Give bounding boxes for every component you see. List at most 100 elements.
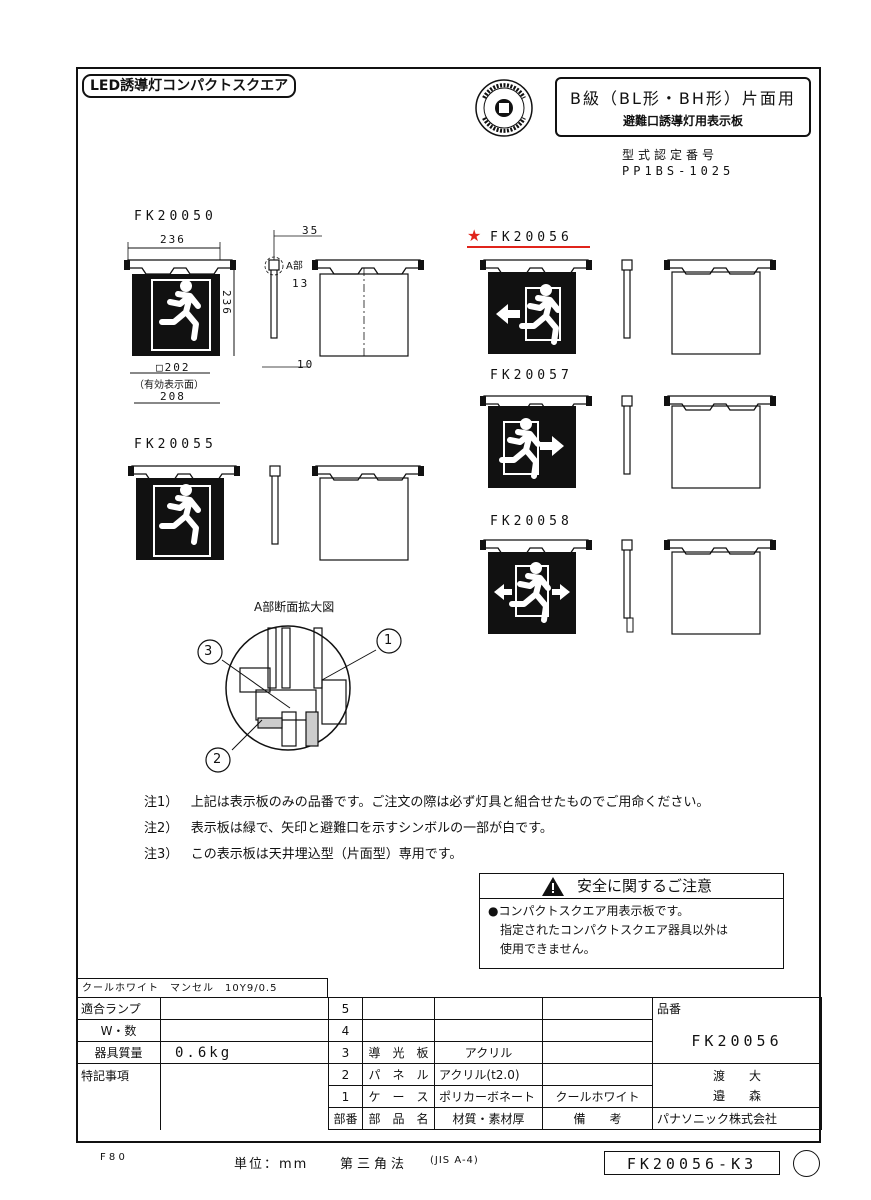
company-name: パナソニック株式会社 <box>652 1107 822 1130</box>
fk20050-rear-view <box>311 259 425 357</box>
fk20058-rear-view <box>663 539 777 635</box>
mass-label: 器具質量 <box>76 1041 161 1064</box>
safety-notice: 安全に関するご注意 ●コンパクトスクエア用表示板です。 指定されたコンパクトスク… <box>479 873 784 969</box>
dim-width: 236 <box>160 233 186 246</box>
col-name-header: 部 品 名 <box>362 1107 435 1130</box>
mass-value: 0.6kg <box>160 1041 329 1064</box>
lamp-label: 適合ランプ <box>76 997 161 1020</box>
dim-depth: 35 <box>302 224 320 237</box>
row-no: 1 <box>328 1085 363 1108</box>
revision-circle <box>793 1150 820 1177</box>
row-material: ポリカーボネート <box>434 1085 543 1108</box>
row-note <box>542 1019 653 1042</box>
fk20057-rear-view <box>663 395 777 489</box>
fk20057-side-view <box>621 395 633 475</box>
note-tag: 注3） <box>144 847 179 862</box>
approval-label: 型式認定番号 <box>622 148 719 162</box>
row-no: 3 <box>328 1041 363 1064</box>
spec-table: 適合ランプ 5 品番 W・数 4 FK20056 器具質量 0.6kg 3 導 … <box>76 997 822 1130</box>
callout-2: 2 <box>213 752 222 767</box>
model-label-fk20055: FK20055 <box>134 437 217 452</box>
unit-label: 単位：mm <box>234 1157 309 1172</box>
classification-line1: B級（BL形・BH形）片面用 <box>570 89 796 108</box>
callout-3: 3 <box>204 644 213 659</box>
notes-list: 注1） 上記は表示板のみの品番です。ご注文の際は必ず灯具と組合せたものでご用命く… <box>144 790 709 868</box>
row-note: クールホワイト <box>542 1085 653 1108</box>
star-icon: ★ <box>467 226 482 245</box>
model-label-fk20058: FK20058 <box>490 514 573 529</box>
safety-line3: 使用できません。 <box>500 942 596 956</box>
signers: 渡 大 邉 森 <box>652 1063 822 1108</box>
drawing-frame <box>76 67 821 1143</box>
note-3: 注3） この表示板は天井埋込型（片面型）専用です。 <box>144 842 709 868</box>
page-code: F 8 0 <box>100 1152 125 1163</box>
row-note <box>542 997 653 1020</box>
row-material <box>434 997 543 1020</box>
product-series-title: LED誘導灯コンパクトスクエア <box>82 74 297 98</box>
row-name <box>362 997 435 1020</box>
note-text: この表示板は天井埋込型（片面型）専用です。 <box>190 847 463 862</box>
note-tag: 注2） <box>144 821 179 836</box>
row-material: アクリル <box>434 1041 543 1064</box>
row-name <box>362 1019 435 1042</box>
fk20050-front-view <box>123 259 237 356</box>
row-note <box>542 1041 653 1064</box>
safety-heading-text: 安全に関するご注意 <box>576 877 712 895</box>
row-name: パ ネ ル <box>362 1063 435 1086</box>
row-name: ケ ー ス <box>362 1085 435 1108</box>
callout-1: 1 <box>384 633 393 648</box>
approval-number: PP1BS-1025 <box>622 164 735 178</box>
row-no: 2 <box>328 1063 363 1086</box>
row-no: 5 <box>328 997 363 1020</box>
note-1: 注1） 上記は表示板のみの品番です。ご注文の際は必ず灯具と組合せたものでご用命く… <box>144 790 709 816</box>
model-label-fk20050: FK20050 <box>134 209 217 224</box>
fk20050-side-view <box>262 230 322 368</box>
hinban-label: 品番 <box>652 997 822 1020</box>
safety-heading: 安全に関するご注意 <box>480 874 783 899</box>
hinban-value: FK20056 <box>652 1019 822 1064</box>
special-label: 特記事項 <box>76 1063 161 1130</box>
note-text: 表示板は緑で、矢印と避難口を示すシンボルの一部が白です。 <box>190 821 553 836</box>
safety-line1: ●コンパクトスクエア用表示板です。 <box>488 904 690 918</box>
note-tag: 注1） <box>144 795 179 810</box>
model-label-fk20056: FK20056 <box>490 230 573 245</box>
dim-height: 236 <box>220 290 233 316</box>
row-name: 導 光 板 <box>362 1041 435 1064</box>
classification-box: B級（BL形・BH形）片面用 避難口誘導灯用表示板 <box>555 77 811 137</box>
effective-size: □202 <box>156 361 191 374</box>
row-no: 4 <box>328 1019 363 1042</box>
dim-10: 10 <box>297 358 315 371</box>
effective-label: （有効表示面） <box>134 380 204 391</box>
fk20055-front-view <box>127 465 241 560</box>
projection-label: 第三角法 <box>340 1157 409 1172</box>
standard-label: (JIS A-4) <box>430 1155 479 1166</box>
row-note <box>542 1063 653 1086</box>
dim-208: 208 <box>160 390 186 403</box>
classification-line2: 避難口誘導灯用表示板 <box>622 114 743 128</box>
drawing-code: FK20056-K3 <box>604 1151 780 1175</box>
fk20055-rear-view <box>311 465 425 561</box>
detail-title: A部断面拡大図 <box>254 600 335 614</box>
signer-1: 渡 大 <box>712 1068 761 1083</box>
dim-13: 13 <box>292 277 310 290</box>
detail-a-section <box>197 625 402 773</box>
model-label-fk20057: FK20057 <box>490 368 573 383</box>
col-material-header: 材質・素材厚 <box>434 1107 543 1130</box>
note-text: 上記は表示板のみの品番です。ご注文の際は必ず灯具と組合せたものでご用命ください。 <box>190 795 710 810</box>
col-note-header: 備 考 <box>542 1107 653 1130</box>
fk20058-side-view <box>621 539 634 633</box>
safety-line2: 指定されたコンパクトスクエア器具以外は <box>500 923 729 937</box>
fk20056-front-view <box>479 259 593 354</box>
fk20056-rear-view <box>663 259 777 355</box>
col-no-header: 部番 <box>328 1107 363 1130</box>
signer-2: 邉 森 <box>712 1088 761 1103</box>
fk20055-side-view <box>269 465 281 545</box>
certification-seal <box>474 78 534 138</box>
fk20057-front-view <box>479 395 593 488</box>
color-note: クールホワイト マンセル 10Y9/0.5 <box>76 978 328 998</box>
part-a-label: A部 <box>286 261 303 272</box>
fk20056-side-view <box>621 259 633 339</box>
row-material: アクリル(t2.0) <box>434 1063 543 1086</box>
fk20058-front-view <box>479 539 593 634</box>
